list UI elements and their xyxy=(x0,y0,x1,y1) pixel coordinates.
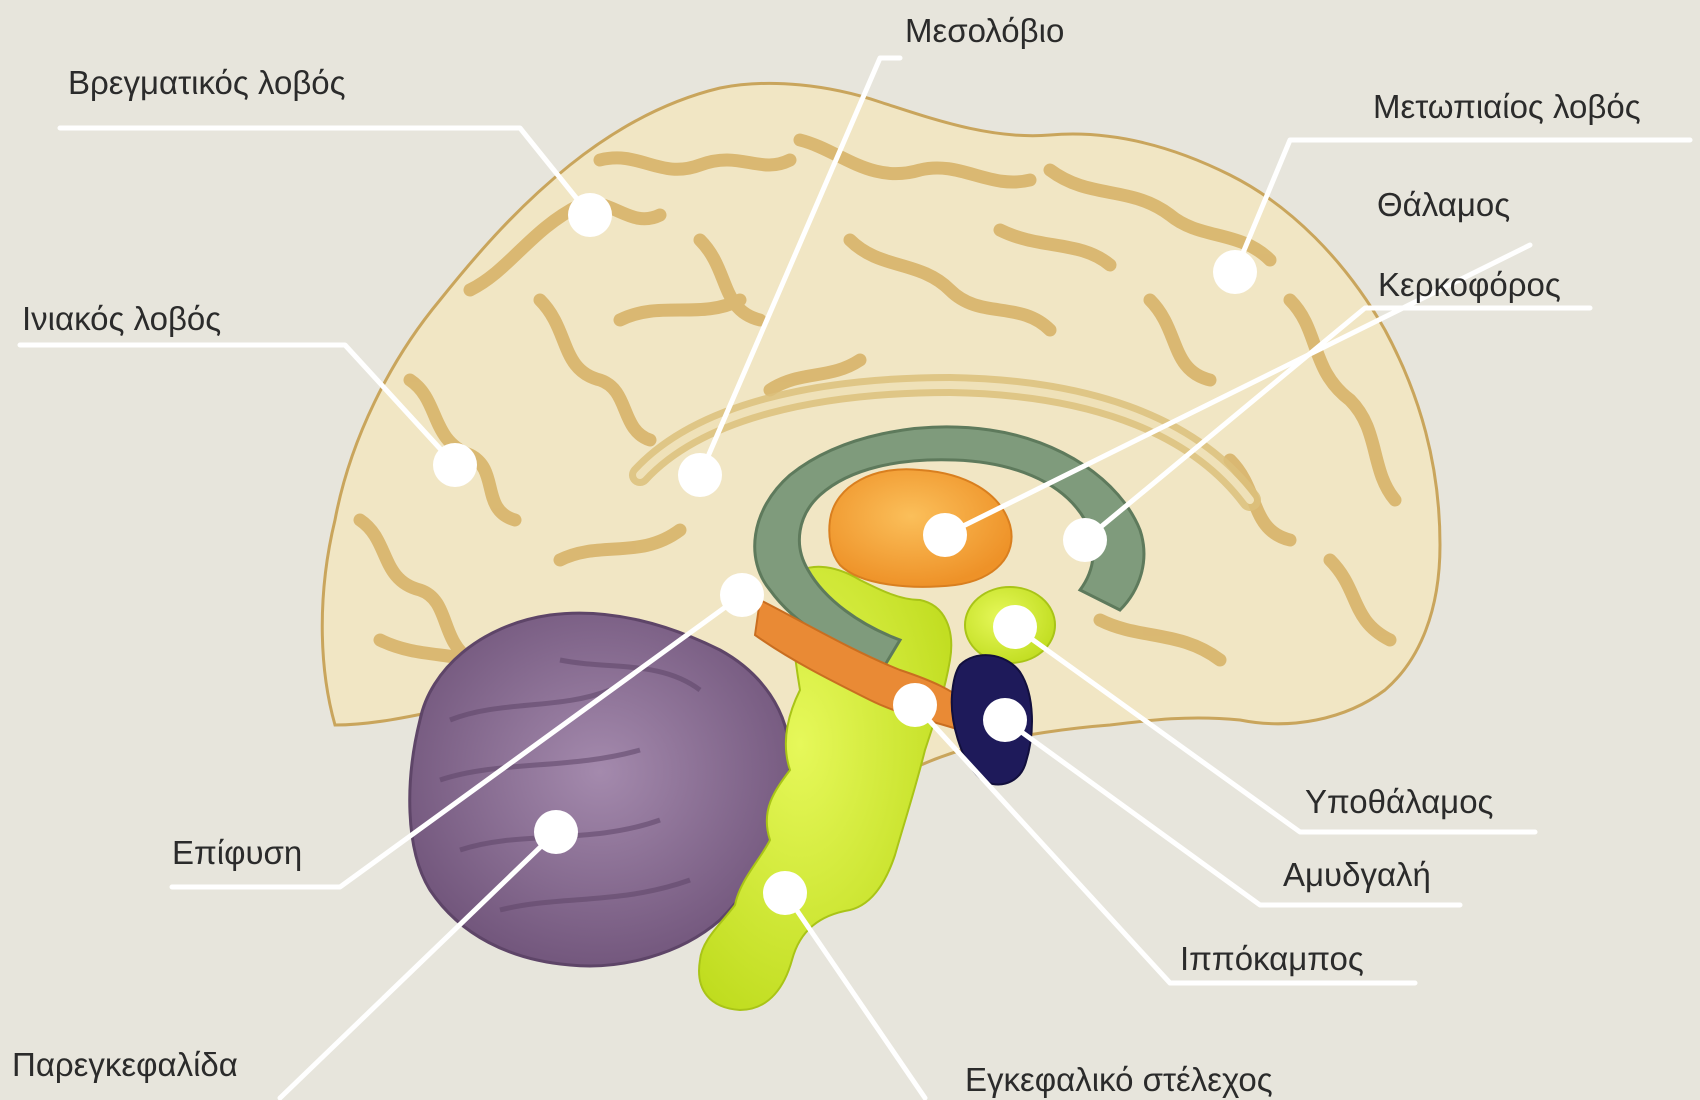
label-parietal-lobe: Βρεγματικός λοβός xyxy=(68,66,346,99)
anchor-dot xyxy=(983,698,1027,742)
anchor-dot xyxy=(763,871,807,915)
anchor-dot xyxy=(1063,518,1107,562)
label-caudate: Κερκοφόρος xyxy=(1378,268,1561,301)
label-frontal-lobe: Μετωπιαίος λοβός xyxy=(1373,90,1641,123)
label-occipital-lobe: Ινιακός λοβός xyxy=(22,302,221,335)
label-hippocampus: Ιππόκαμπος xyxy=(1180,942,1364,975)
anchor-dot xyxy=(678,453,722,497)
label-cerebellum: Παρεγκεφαλίδα xyxy=(12,1048,238,1081)
anchor-dot xyxy=(534,810,578,854)
anchor-dot xyxy=(923,513,967,557)
anchor-dot xyxy=(893,683,937,727)
label-amygdala: Αμυδγαλή xyxy=(1283,858,1431,891)
anchor-dot xyxy=(433,443,477,487)
anchor-dot xyxy=(720,573,764,617)
label-hypothalamus: Υποθάλαμος xyxy=(1305,785,1493,818)
label-brainstem: Εγκεφαλικό στέλεχος xyxy=(965,1063,1273,1096)
label-thalamus: Θάλαμος xyxy=(1377,188,1510,221)
anchor-dot xyxy=(1213,250,1257,294)
anchor-dot xyxy=(993,605,1037,649)
anchor-dot xyxy=(568,193,612,237)
label-corpus-callosum: Μεσολόβιο xyxy=(905,14,1064,47)
label-pineal-gland: Επίφυση xyxy=(172,836,302,869)
